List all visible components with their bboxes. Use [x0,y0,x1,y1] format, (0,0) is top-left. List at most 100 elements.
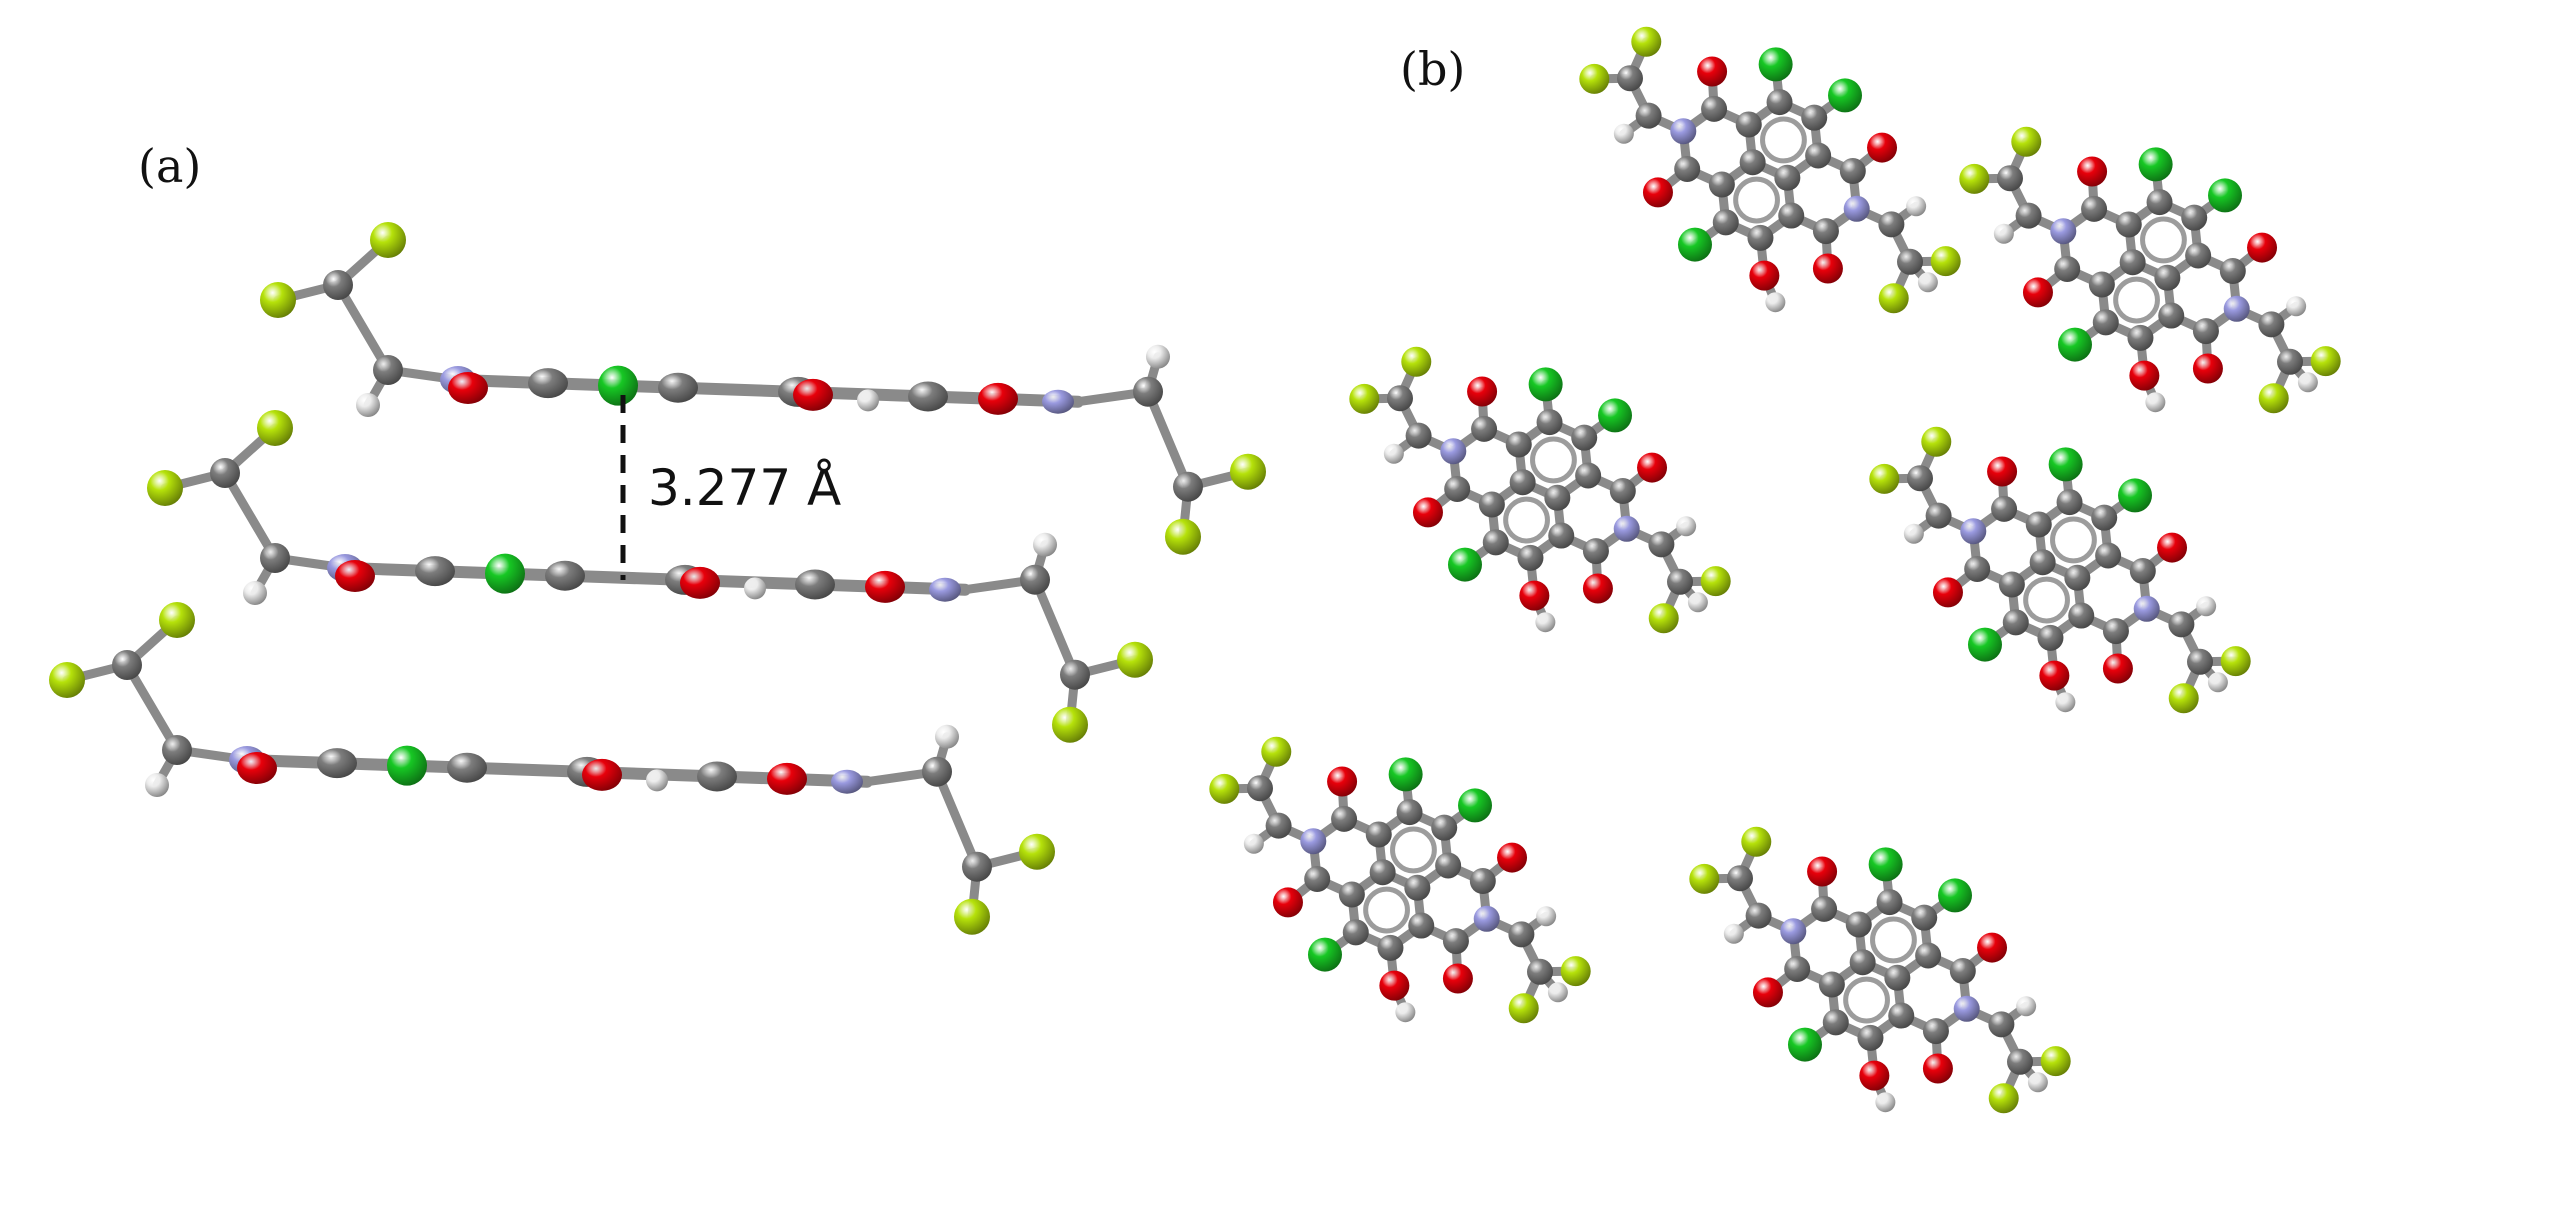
hydrogen-atom [2055,692,2076,713]
carbon-atom [1849,949,1876,976]
carbon-atom [1991,495,2018,522]
carbon-atom [1469,868,1496,895]
carbon-atom [210,458,240,488]
ndi-molecule [1689,826,2071,1114]
fluorine-atom [2310,346,2341,377]
aromatic-ring [1363,886,1410,934]
oxygen-atom [1272,887,1303,918]
carbon-atom [1482,529,1509,556]
oxygen-atom [1867,132,1898,163]
carbon-atom [2185,242,2212,269]
aromatic-ring [2050,516,2097,564]
nitrogen-atom [1473,905,1500,932]
fluorine-atom [159,602,195,638]
carbon-atom [2115,211,2142,238]
carbon-atom [1996,165,2023,192]
oxygen-atom [1442,963,1473,994]
carbon-atom [1365,821,1392,848]
hydrogen-atom [1676,516,1697,537]
hydrogen-atom [935,724,959,749]
chlorine-atom [387,745,427,786]
chlorine-atom [1938,878,1973,913]
fluorine-atom [1230,453,1266,490]
carbon-atom [1582,538,1609,565]
aromatic-ring [1760,116,1807,164]
nitrogen-atom [1953,995,1980,1022]
carbon-atom [1726,865,1753,892]
carbon-atom [1949,958,1976,985]
hydrogen-atom [243,581,267,605]
panel-a-side-view [49,222,1266,935]
carbon-atom [2002,609,2029,636]
oxygen-atom [1582,573,1613,604]
carbon-atom [1801,104,1828,131]
oxygen-atom [1327,766,1358,797]
carbon-atom [1766,89,1793,116]
hydrogen-atom [2297,372,2318,393]
hydrogen-atom [1765,292,1786,313]
carbon-atom [545,560,585,591]
hydrogen-atom [744,577,766,600]
carbon-atom [1897,248,1924,275]
fluorine-atom [1921,426,1952,457]
carbon-atom [1304,865,1331,892]
carbon-atom [1548,522,1575,549]
carbon-atom [1745,902,1772,929]
fluorine-atom [1401,346,1432,377]
carbon-atom [1527,958,1554,985]
fluorine-atom [2011,126,2042,157]
oxygen-atom [978,382,1018,415]
carbon-atom [1616,65,1643,92]
fluorine-atom [1261,736,1292,767]
bond [932,767,982,872]
hydrogen-atom [1547,982,1568,1003]
aromatic-ring [2113,276,2160,324]
chlorine-atom [1828,78,1863,113]
oxygen-atom [2157,532,2188,563]
chlorine-atom [1967,627,2002,662]
hydrogen-atom [1535,612,1556,633]
fluorine-atom [1560,956,1591,987]
carbon-atom [1478,491,1505,518]
nitrogen-atom [2050,218,2077,245]
panel-b-label: (b) [1400,42,1465,96]
oxygen-atom [582,758,622,791]
oxygen-atom [2247,232,2278,263]
carbon-atom [2054,255,2081,282]
carbon-atom [1575,462,1602,489]
nitrogen-atom [2133,595,2160,622]
carbon-atom [1536,409,1563,436]
carbon-atom [1571,424,1598,451]
carbon-atom [1811,895,1838,922]
carbon-atom [2146,189,2173,216]
carbon-atom [2102,618,2129,645]
carbon-atom [323,270,353,300]
oxygen-atom [1379,970,1410,1001]
carbon-atom [2081,195,2108,222]
chlorine-atom [1528,367,1563,402]
aromatic-ring [2023,576,2070,624]
oxygen-atom [1519,580,1550,611]
bond [220,468,280,563]
chlorine-atom [598,365,638,406]
carbon-atom [1822,1009,1849,1036]
nitrogen-atom [1670,118,1697,145]
panel-b-packing-view [1209,26,2341,1114]
carbon-atom [1839,158,1866,185]
carbon-atom [1246,775,1273,802]
aromatic-ring [2140,216,2187,264]
chlorine-atom [2208,178,2243,213]
hydrogen-atom [1033,532,1057,557]
bond [1030,575,1080,680]
fluorine-atom [1349,383,1380,414]
carbon-atom [658,372,698,403]
carbon-atom [1906,465,1933,492]
nitrogen-atom [1042,389,1074,414]
oxygen-atom [680,566,720,599]
carbon-atom [1471,415,1498,442]
carbon-atom [922,756,952,787]
fluorine-atom [1648,603,1679,634]
carbon-atom [1925,502,1952,529]
oxygen-atom [1752,977,1783,1008]
carbon-atom [317,748,357,779]
